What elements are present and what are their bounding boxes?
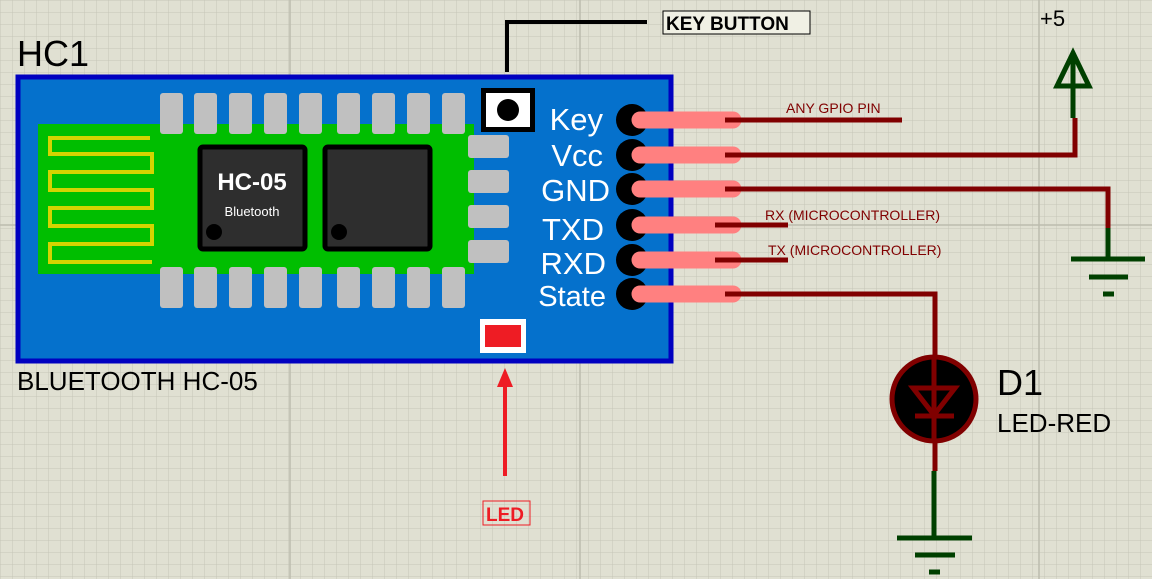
solder-pad <box>372 267 395 308</box>
solder-pad <box>229 267 252 308</box>
pin-label-state: State <box>538 281 606 313</box>
top-pads <box>160 93 465 134</box>
solder-pad <box>194 93 217 134</box>
solder-pad <box>160 93 183 134</box>
solder-pad <box>299 93 322 134</box>
pin-label-rxd: RXD <box>541 246 606 281</box>
solder-pad <box>468 135 509 158</box>
solder-pad <box>160 267 183 308</box>
hc05-module[interactable]: HC1 HC-05 Bluetooth Key Vcc GND TXD RXD … <box>17 33 733 396</box>
solder-pad <box>407 267 430 308</box>
solder-pad <box>372 93 395 134</box>
pin-label-key: Key <box>550 102 604 137</box>
module-value: BLUETOOTH HC-05 <box>17 366 258 396</box>
bottom-pads <box>160 267 465 308</box>
module-ref: HC1 <box>17 33 89 74</box>
solder-pad <box>299 267 322 308</box>
pin-label-txd: TXD <box>542 212 604 247</box>
solder-pad <box>468 170 509 193</box>
led-ref: D1 <box>997 362 1043 403</box>
solder-pad <box>337 267 360 308</box>
pin-label-vcc: Vcc <box>551 138 603 173</box>
solder-pad <box>264 267 287 308</box>
solder-pad <box>442 267 465 308</box>
chip-pin1-dot <box>331 224 347 240</box>
solder-pad <box>194 267 217 308</box>
power-label: +5 <box>1040 6 1065 31</box>
solder-pad <box>407 93 430 134</box>
key-button-dot <box>497 99 519 121</box>
led-value: LED-RED <box>997 408 1111 438</box>
solder-pad <box>468 205 509 228</box>
pin-label-gnd: GND <box>541 173 610 208</box>
chip-subtitle: Bluetooth <box>225 204 280 219</box>
onboard-led <box>485 325 521 347</box>
key-button-label: KEY BUTTON <box>666 14 789 35</box>
chip-title: HC-05 <box>217 169 286 196</box>
solder-pad <box>229 93 252 134</box>
solder-pad <box>442 93 465 134</box>
net-label-rxd: TX (MICROCONTROLLER) <box>768 242 941 258</box>
led-label: LED <box>486 505 524 526</box>
solder-pad <box>264 93 287 134</box>
net-label-key: ANY GPIO PIN <box>786 100 881 116</box>
solder-pad <box>468 240 509 263</box>
net-label-txd: RX (MICROCONTROLLER) <box>765 207 940 223</box>
chip-pin1-dot <box>206 224 222 240</box>
solder-pad <box>337 93 360 134</box>
